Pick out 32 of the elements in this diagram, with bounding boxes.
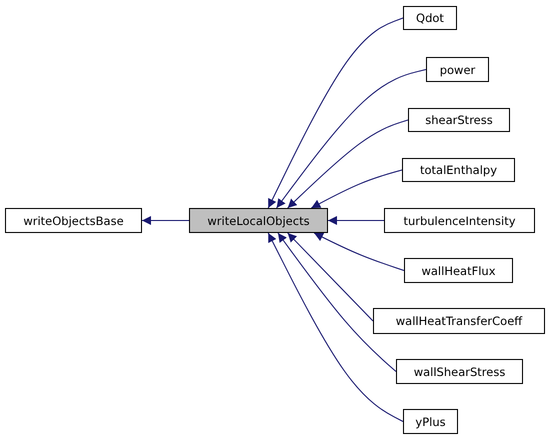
class-name: shearStress — [425, 113, 493, 127]
arrow — [314, 232, 404, 271]
class-name: writeLocalObjects — [207, 214, 310, 228]
class-box — [426, 57, 489, 82]
class-box — [373, 308, 545, 334]
class-box — [396, 359, 523, 384]
class-box — [408, 108, 510, 132]
arrow — [142, 216, 190, 225]
class-name: power — [440, 62, 476, 76]
class-name: wallShearStress — [414, 364, 506, 378]
class-box — [5, 208, 142, 233]
class-name: wallHeatTransferCoeff — [396, 314, 522, 328]
arrow — [276, 69, 426, 208]
arrow — [328, 216, 384, 225]
class-name: wallHeatFlux — [421, 264, 496, 278]
class-name: Qdot — [416, 11, 444, 25]
class-name: writeObjectsBase — [23, 214, 124, 228]
class-name: yPlus — [415, 414, 446, 428]
arrow — [287, 120, 408, 208]
class-box — [404, 258, 513, 283]
class-box — [384, 208, 535, 233]
class-box — [403, 409, 458, 434]
arrow — [310, 170, 402, 208]
arrow — [287, 232, 374, 322]
arrow — [268, 18, 404, 208]
arrow — [277, 232, 396, 372]
class-box — [189, 208, 328, 233]
arrow — [268, 232, 404, 422]
class-name: turbulenceIntensity — [403, 214, 516, 228]
class-box — [403, 6, 457, 30]
class-box — [402, 158, 515, 182]
class-name: totalEnthalpy — [420, 163, 497, 177]
